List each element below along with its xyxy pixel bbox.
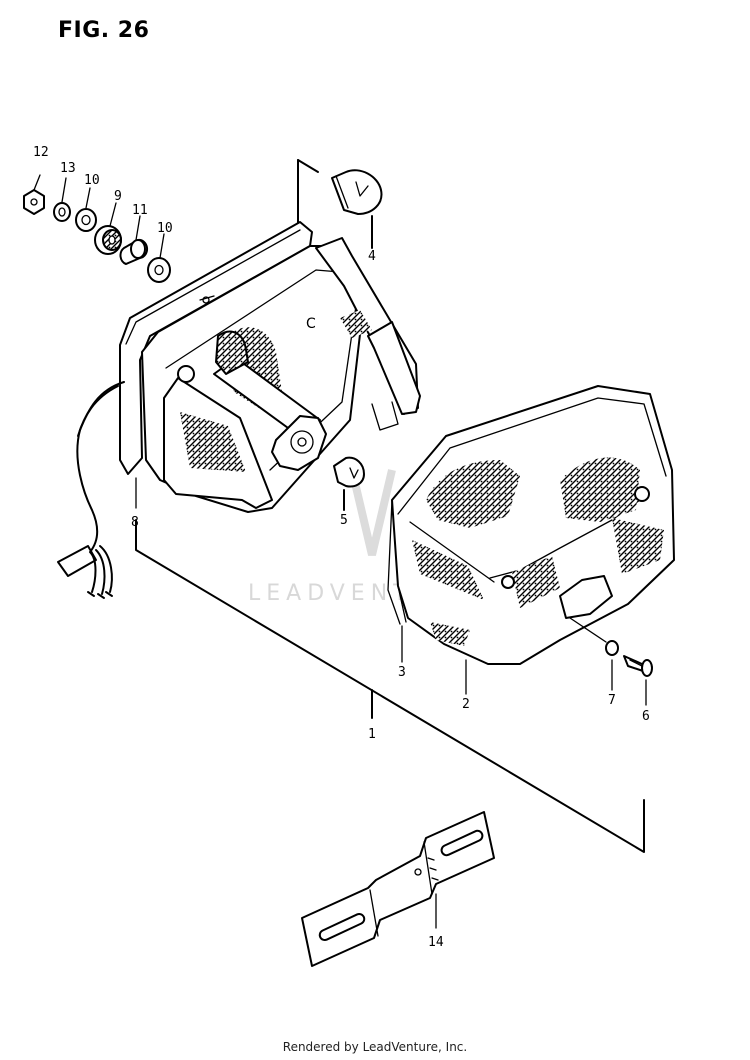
nut-12 bbox=[23, 189, 45, 215]
lock-washer-13 bbox=[53, 202, 71, 222]
grommet-9 bbox=[94, 225, 122, 255]
label-8: 8 bbox=[131, 515, 139, 530]
render-credit: Rendered by LeadVenture, Inc. bbox=[282, 1040, 468, 1054]
lens-assembly bbox=[387, 385, 675, 665]
svg-text:C: C bbox=[306, 316, 316, 332]
label-1: 1 bbox=[368, 727, 376, 742]
label-7: 7 bbox=[608, 693, 616, 708]
wire-harness bbox=[57, 381, 125, 599]
label-5: 5 bbox=[340, 513, 348, 528]
label-10b: 10 bbox=[157, 221, 173, 236]
hardware-stack bbox=[23, 174, 171, 283]
label-13: 13 bbox=[60, 161, 76, 176]
label-10a: 10 bbox=[84, 173, 100, 188]
assembly-bracket-leader bbox=[135, 519, 645, 853]
washer-10b bbox=[147, 257, 171, 283]
label-4: 4 bbox=[368, 249, 376, 264]
washer-7 bbox=[605, 640, 619, 691]
label-14: 14 bbox=[428, 935, 444, 950]
label-3: 3 bbox=[398, 665, 406, 680]
callout-labels: 12 13 10 9 11 10 4 8 5 3 2 7 6 1 14 bbox=[33, 145, 650, 950]
label-9: 9 bbox=[114, 189, 122, 204]
label-12: 12 bbox=[33, 145, 49, 160]
screw-6 bbox=[623, 655, 653, 706]
bulb-5 bbox=[333, 456, 365, 511]
tail-lamp-housing: C bbox=[119, 221, 421, 513]
license-bracket-14 bbox=[301, 811, 495, 967]
label-11: 11 bbox=[132, 203, 148, 218]
label-6: 6 bbox=[642, 709, 650, 724]
spacer-11 bbox=[119, 238, 148, 265]
label-2: 2 bbox=[462, 697, 470, 712]
washer-10a bbox=[75, 208, 97, 232]
figure-title: FIG. 26 bbox=[58, 18, 150, 43]
